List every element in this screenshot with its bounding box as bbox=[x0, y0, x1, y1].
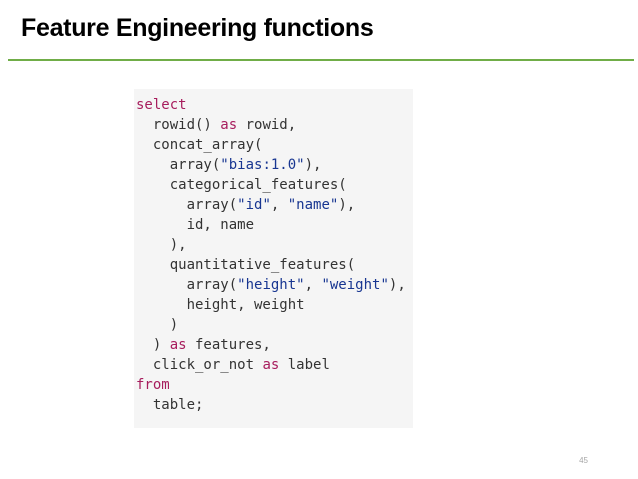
code-text: quantitative_features( bbox=[136, 257, 356, 273]
code-text: ) bbox=[136, 317, 179, 333]
code-line: ) bbox=[136, 315, 406, 335]
code-string: "id" bbox=[237, 197, 271, 213]
code-keyword: as bbox=[169, 337, 187, 353]
code-text: array( bbox=[136, 197, 238, 213]
code-line: array("bias:1.0"), bbox=[136, 155, 406, 175]
page-number: 45 bbox=[579, 456, 588, 465]
code-line: quantitative_features( bbox=[136, 255, 406, 275]
code-text: label bbox=[279, 357, 330, 373]
code-text: table; bbox=[136, 397, 204, 413]
code-text: height, weight bbox=[136, 297, 305, 313]
code-panel bbox=[134, 89, 413, 428]
slide-title: Feature Engineering functions bbox=[21, 14, 374, 42]
code-string: "name" bbox=[287, 197, 339, 213]
code-keyword: as bbox=[220, 117, 238, 133]
code-text: ), bbox=[304, 157, 322, 173]
code-line: array("id", "name"), bbox=[136, 195, 406, 215]
code-string: "bias:1.0" bbox=[220, 157, 305, 173]
code-text: array( bbox=[136, 157, 221, 173]
code-text: , bbox=[304, 277, 322, 293]
code-line: table; bbox=[136, 395, 406, 415]
code-line: ), bbox=[136, 235, 406, 255]
code-text: array( bbox=[136, 277, 238, 293]
code-text: categorical_features( bbox=[136, 177, 347, 193]
code-text: click_or_not bbox=[136, 357, 263, 373]
code-text: rowid() bbox=[136, 117, 221, 133]
code-string: "weight" bbox=[321, 277, 389, 293]
code-text: id, name bbox=[136, 217, 255, 233]
code-text: ) bbox=[136, 337, 170, 353]
code-keyword: as bbox=[262, 357, 280, 373]
sql-code-block: select rowid() as rowid, concat_array( a… bbox=[136, 95, 406, 415]
code-line: select bbox=[136, 95, 406, 115]
code-text: ), bbox=[338, 197, 356, 213]
code-line: concat_array( bbox=[136, 135, 406, 155]
code-text: , bbox=[270, 197, 288, 213]
code-text: ), bbox=[388, 277, 406, 293]
code-text: features, bbox=[186, 337, 271, 353]
code-line: categorical_features( bbox=[136, 175, 406, 195]
code-keyword: select bbox=[136, 97, 187, 113]
code-text: concat_array( bbox=[136, 137, 263, 153]
code-keyword: from bbox=[136, 377, 170, 393]
code-line: array("height", "weight"), bbox=[136, 275, 406, 295]
code-line: from bbox=[136, 375, 406, 395]
code-line: height, weight bbox=[136, 295, 406, 315]
code-line: rowid() as rowid, bbox=[136, 115, 406, 135]
code-line: id, name bbox=[136, 215, 406, 235]
code-text: rowid, bbox=[237, 117, 297, 133]
code-text: ), bbox=[136, 237, 187, 253]
code-line: ) as features, bbox=[136, 335, 406, 355]
code-line: click_or_not as label bbox=[136, 355, 406, 375]
code-string: "height" bbox=[237, 277, 305, 293]
title-divider bbox=[8, 59, 634, 61]
